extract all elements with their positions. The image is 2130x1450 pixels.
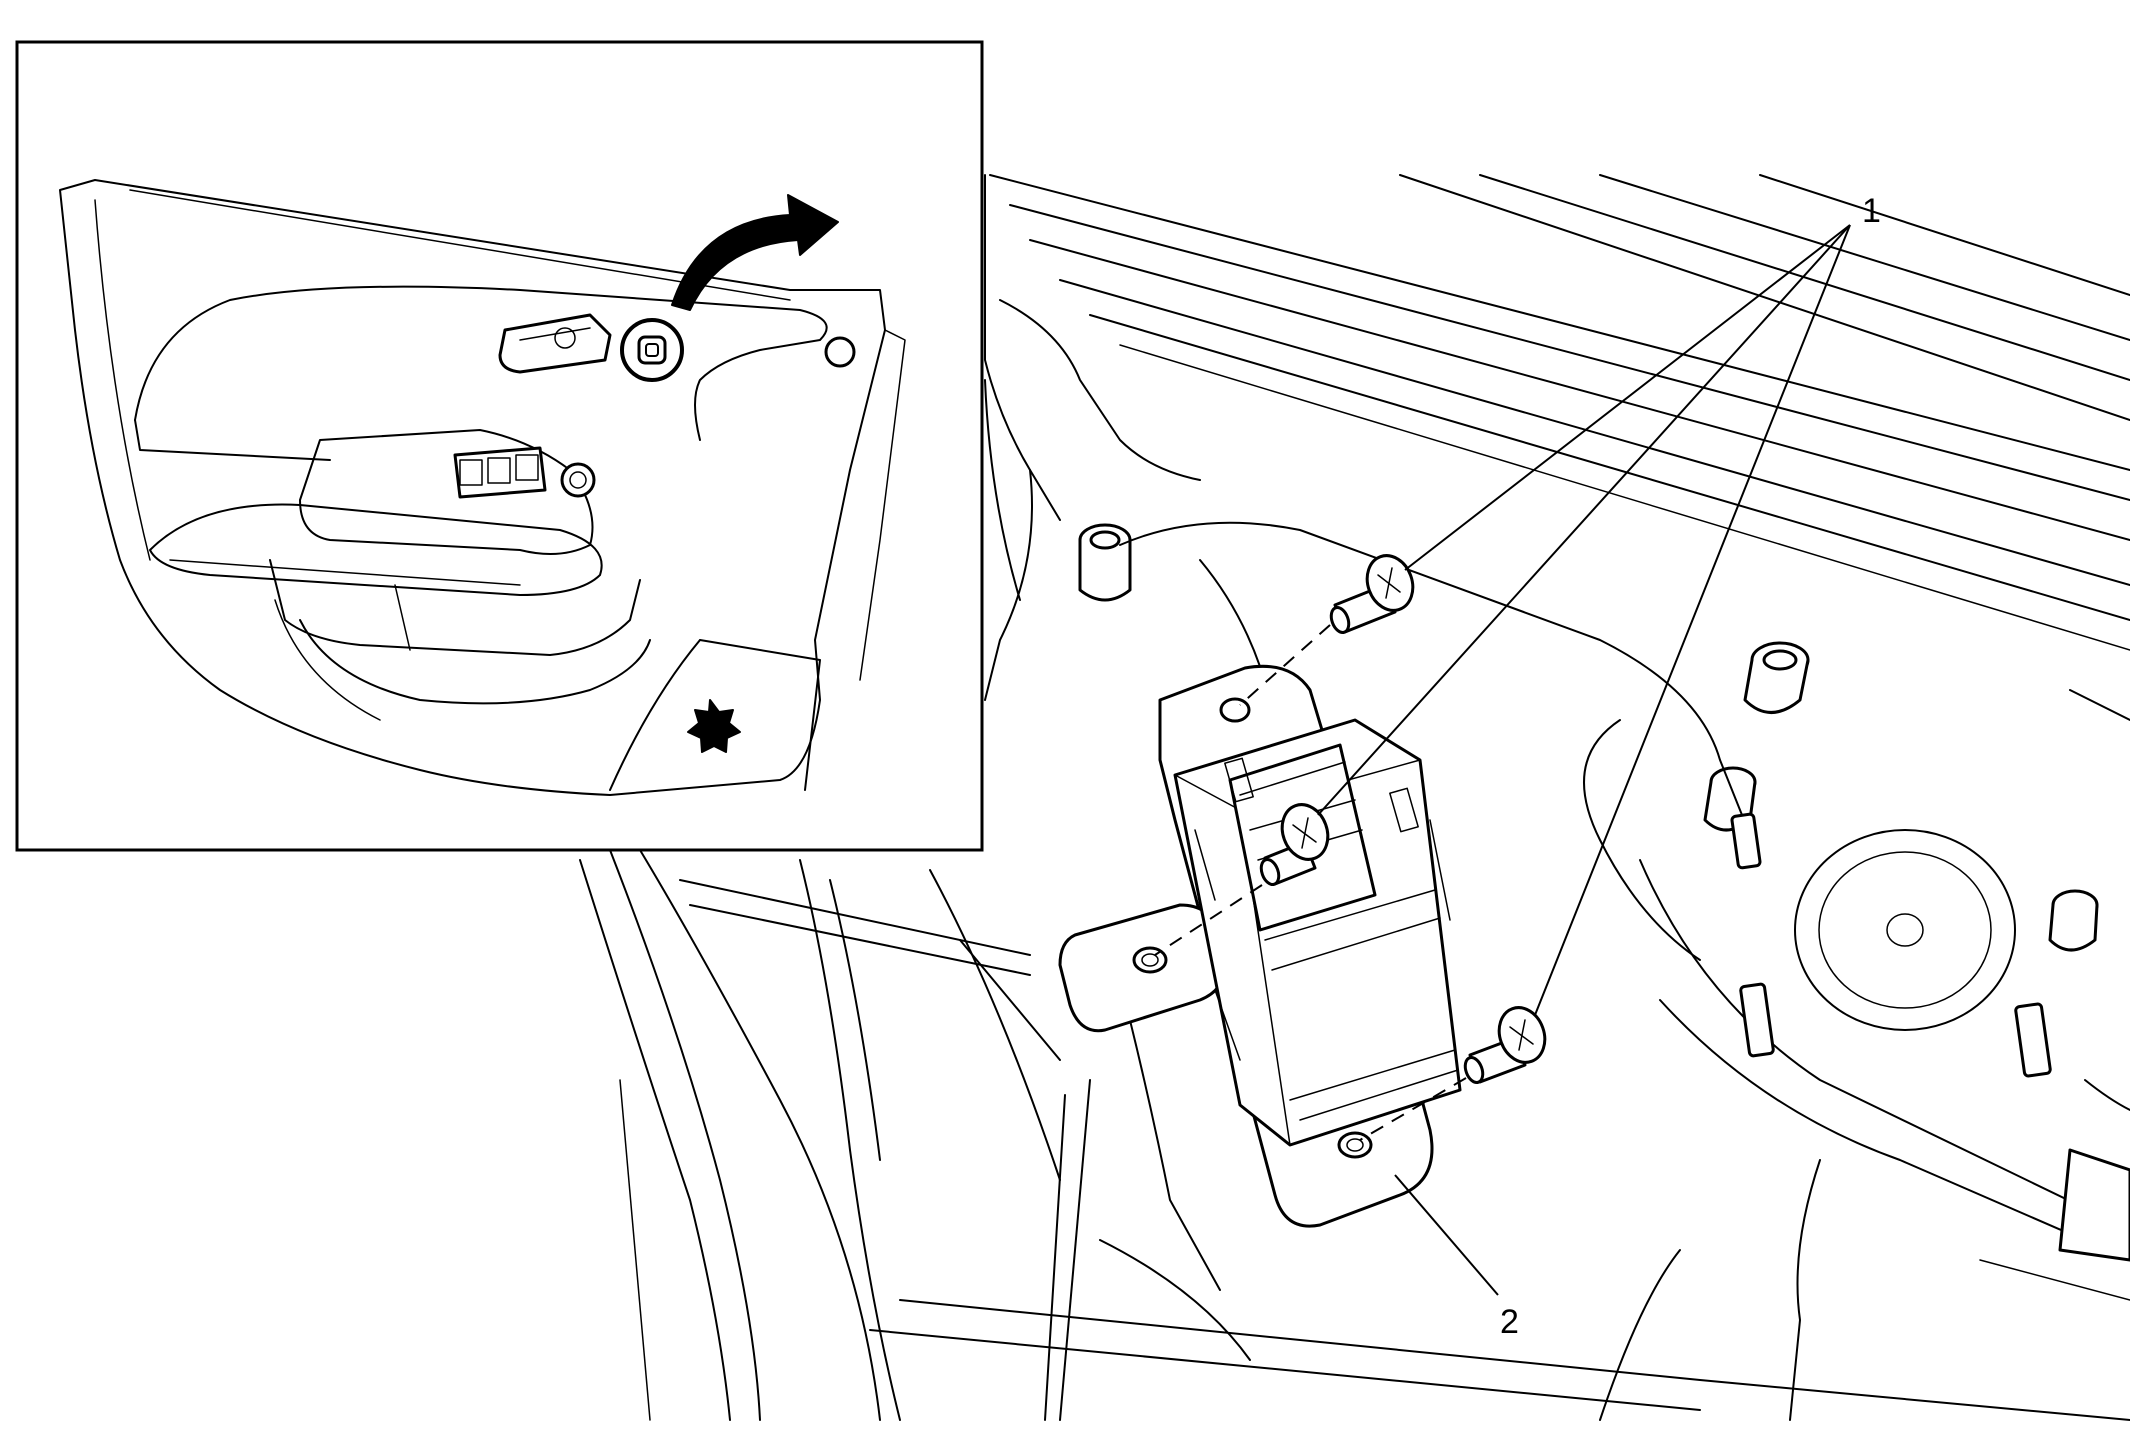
speaker [1794, 829, 2016, 1031]
circle-highlight-icon [620, 318, 684, 382]
callout-2-label: 2 [1500, 1303, 1519, 1341]
curved-arrow-icon [671, 194, 839, 311]
callout-2-leader [1394, 1174, 1499, 1296]
fastener-screw-upper [1329, 554, 1415, 635]
callout-1-label: 1 [1862, 192, 1881, 230]
inset-door-trim-view [15, 40, 984, 852]
mounting-boss [1078, 523, 1132, 602]
callout-1-leaders [1317, 224, 1851, 1016]
door-inner-panel [579, 174, 2130, 1421]
mounting-boss [1743, 641, 1810, 714]
mounting-boss [2048, 889, 2099, 952]
door-control-module [1058, 664, 1462, 1228]
star-icon [687, 699, 741, 753]
fastener-screw-middle [1259, 803, 1330, 887]
fastener-screw-lower [1463, 1006, 1547, 1085]
